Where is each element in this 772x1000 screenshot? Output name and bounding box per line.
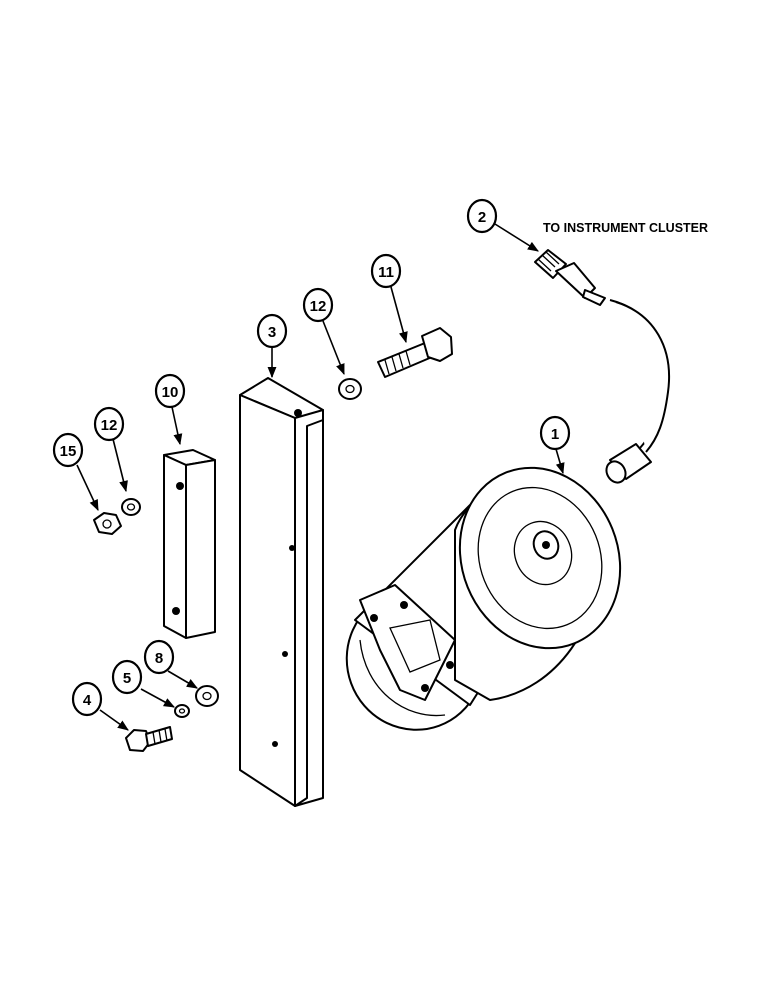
leader-5 <box>140 688 175 708</box>
callout-2: 2 <box>466 198 498 234</box>
svg-text:3: 3 <box>268 324 276 341</box>
callout-1: 1 <box>539 415 571 451</box>
callout-15: 15 <box>52 432 84 468</box>
svg-text:12: 12 <box>310 298 327 315</box>
leader-2 <box>494 223 539 252</box>
callout-3: 3 <box>256 313 288 349</box>
leader-15 <box>76 464 99 512</box>
svg-text:10: 10 <box>162 384 179 401</box>
leader-4 <box>99 709 129 731</box>
callout-12-top: 12 <box>302 287 334 323</box>
instrument-cluster-note: TO INSTRUMENT CLUSTER <box>543 221 708 235</box>
leader-11 <box>390 286 408 344</box>
leader-10 <box>171 406 183 446</box>
hex-nut <box>93 512 122 535</box>
svg-text:5: 5 <box>123 670 131 687</box>
svg-text:4: 4 <box>83 692 92 709</box>
svg-text:12: 12 <box>101 417 118 434</box>
flat-washer <box>195 685 219 707</box>
callout-10: 10 <box>154 373 186 409</box>
svg-text:1: 1 <box>551 426 559 443</box>
leader-8 <box>167 670 198 689</box>
callout-11: 11 <box>370 253 402 289</box>
spacer-plate <box>163 449 216 639</box>
svg-text:2: 2 <box>478 209 486 226</box>
compressor-assembly <box>345 466 622 731</box>
leader-12b <box>322 320 345 376</box>
svg-text:8: 8 <box>155 650 163 667</box>
callout-5: 5 <box>111 659 143 695</box>
sender-cable <box>534 249 670 484</box>
angle-bracket <box>239 377 324 807</box>
washer-top <box>338 378 362 400</box>
washer-left <box>121 498 141 516</box>
svg-text:11: 11 <box>378 264 394 281</box>
leader-12a <box>112 438 128 493</box>
callout-12-left: 12 <box>93 406 125 442</box>
leader-1 <box>555 448 565 475</box>
lock-washer <box>174 704 190 718</box>
svg-text:15: 15 <box>60 443 77 460</box>
callout-8: 8 <box>143 639 175 675</box>
cap-screw <box>125 726 173 752</box>
callout-4: 4 <box>71 681 103 717</box>
bolt <box>377 327 453 378</box>
